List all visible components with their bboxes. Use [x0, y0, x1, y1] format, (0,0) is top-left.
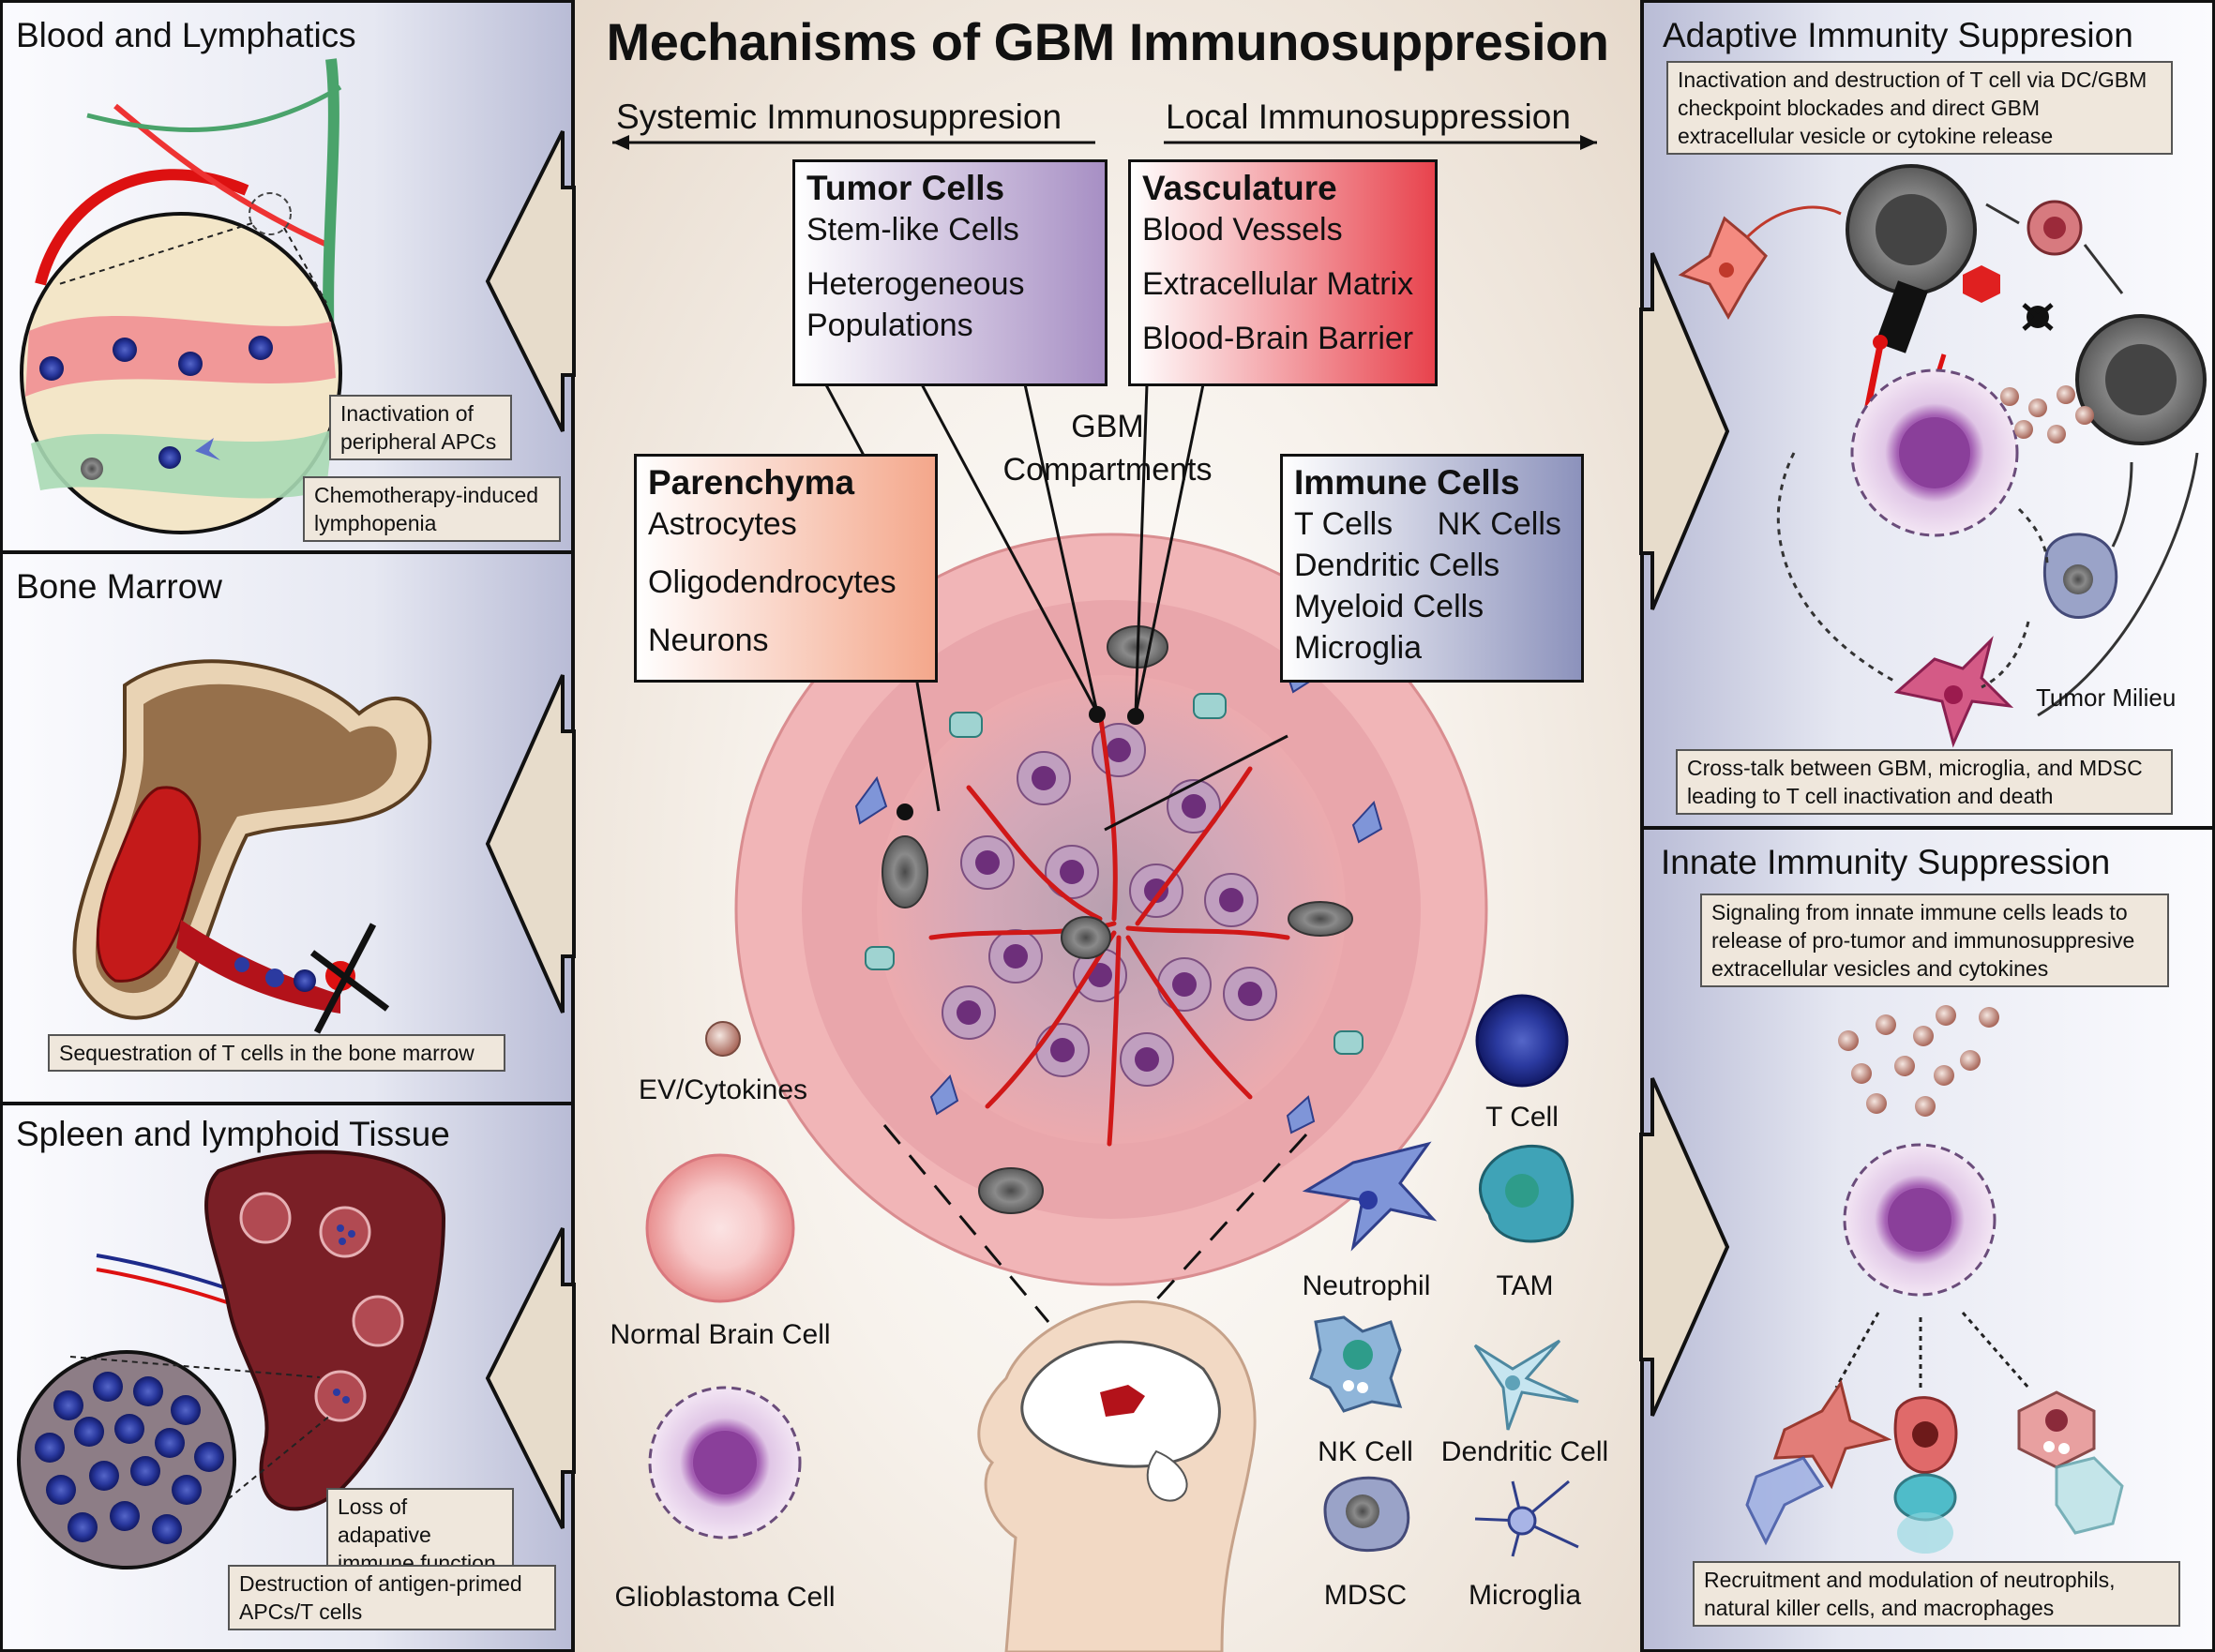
note-sequestration: Sequestration of T cells in the bone mar…: [48, 1034, 505, 1072]
immune-cells-item: Myeloid Cells: [1294, 589, 1484, 624]
parenchyma-item: Neurons: [648, 623, 769, 658]
note-destruction-apcs: Destruction of antigen-primed APCs/T cel…: [228, 1565, 556, 1630]
spleen-illustration: [17, 1149, 446, 1569]
mdsc-label: MDSC: [1323, 1580, 1408, 1611]
innate-immunity-panel: Innate Immunity Suppression Signaling fr…: [1641, 827, 2215, 1652]
tam-label: TAM: [1496, 1270, 1554, 1301]
note-recruitment: Recruitment and modulation of neutrophil…: [1693, 1561, 2180, 1627]
gbm-cell-legend-icon: [648, 1386, 802, 1539]
parenchyma-heading: Parenchyma: [648, 463, 855, 502]
axis-arrows: [612, 135, 1597, 150]
legend-illustrations: [645, 994, 1579, 1557]
normal-cell-label: Normal Brain Cell: [610, 1319, 831, 1350]
panel-title: Blood and Lymphatics: [16, 16, 356, 54]
vasculature-box: Vasculature Blood Vessels Extracellular …: [1128, 159, 1438, 386]
panel-title: Innate Immunity Suppression: [1661, 843, 2111, 881]
adaptive-illustration: [1678, 164, 2207, 748]
panel-title: Bone Marrow: [16, 567, 223, 606]
bone-illustration: [72, 659, 432, 1034]
parenchyma-item: Astrocytes: [648, 506, 797, 542]
immune-cells-item: Dendritic Cells: [1294, 548, 1500, 583]
bone-marrow-panel: Bone Marrow Sequestration of T cells in …: [0, 551, 574, 1104]
parenchyma-item: Oligodendrocytes: [648, 564, 897, 600]
spleen-panel: Spleen and lymphoid Tissue Loss of adapa…: [0, 1103, 574, 1652]
tumor-cells-item: Heterogeneous: [806, 266, 1025, 302]
note-lymphopenia: Chemotherapy-induced lymphopenia: [303, 476, 561, 542]
vasculature-item: Extracellular Matrix: [1142, 266, 1414, 302]
tumor-milieu-label: Tumor Milieu: [2036, 683, 2177, 712]
ev-legend-icon: [705, 1021, 741, 1057]
adaptive-immunity-panel: Adaptive Immunity Suppresion Inactivatio…: [1641, 0, 2215, 829]
vasculature-item: Blood Vessels: [1142, 212, 1343, 248]
note-innate-signaling: Signaling from innate immune cells leads…: [1700, 894, 2169, 987]
neutrophil-label: Neutrophil: [1302, 1270, 1431, 1301]
microglia-label: Microglia: [1468, 1580, 1582, 1611]
panel-title: Spleen and lymphoid Tissue: [16, 1115, 450, 1153]
vasculature-item: Blood-Brain Barrier: [1142, 321, 1414, 356]
vasculature-heading: Vasculature: [1142, 169, 1337, 207]
page-title: Mechanisms of GBM Immunosuppresion: [606, 12, 1609, 71]
nk-cell-label: NK Cell: [1318, 1436, 1413, 1467]
immune-cells-item: Microglia: [1294, 630, 1423, 666]
immune-cells-row: T Cells NK Cells: [1294, 503, 1570, 545]
immune-cells-box: Immune Cells T Cells NK Cells Dendritic …: [1280, 454, 1584, 683]
center-panel: Mechanisms of GBM Immunosuppresion Syste…: [572, 0, 1643, 1652]
immune-cells-item: NK Cells: [1437, 506, 1561, 542]
note-crosstalk: Cross-talk between GBM, microglia, and M…: [1676, 749, 2173, 815]
tumor-cells-item: Stem-like Cells: [806, 212, 1019, 248]
immune-cells-item: T Cells: [1294, 506, 1394, 542]
compartments-label: GBM Compartments: [986, 405, 1229, 491]
tcell-label: T Cell: [1485, 1102, 1559, 1133]
tumor-cells-item: Populations: [806, 308, 973, 343]
local-label: Local Immunosuppression: [1166, 98, 1571, 136]
ev-label: EV/Cytokines: [638, 1074, 808, 1105]
compartments-label-text: GBM Compartments: [1002, 409, 1213, 488]
gbm-cell-label: Glioblastoma Cell: [614, 1582, 836, 1613]
immune-cells-heading: Immune Cells: [1294, 463, 1520, 502]
tcell-legend-icon: [1475, 994, 1569, 1088]
panel-title: Adaptive Immunity Suppresion: [1663, 16, 2133, 54]
dendritic-cell-label: Dendritic Cell: [1440, 1436, 1609, 1467]
parenchyma-box: Parenchyma Astrocytes Oligodendrocytes N…: [634, 454, 938, 683]
tumor-cells-box: Tumor Cells Stem-like Cells Heterogeneou…: [792, 159, 1108, 386]
note-inactivation-apcs: Inactivation of peripheral APCs: [329, 395, 512, 460]
blood-vessel-illustration: [20, 58, 342, 534]
systemic-label: Systemic Immunosuppresion: [616, 98, 1062, 136]
normal-cell-legend-icon: [645, 1153, 795, 1303]
tumor-cells-heading: Tumor Cells: [806, 169, 1005, 207]
tumor-mass-illustration: [734, 379, 1488, 1652]
note-tcell-inactivation: Inactivation and destruction of T cell v…: [1666, 61, 2173, 155]
dendritic-cell-legend-icon: [1473, 1339, 1579, 1431]
blood-lymphatics-panel: Blood and Lymphatics Inactivation of per…: [0, 0, 574, 553]
innate-illustration: [1745, 1005, 2124, 1554]
